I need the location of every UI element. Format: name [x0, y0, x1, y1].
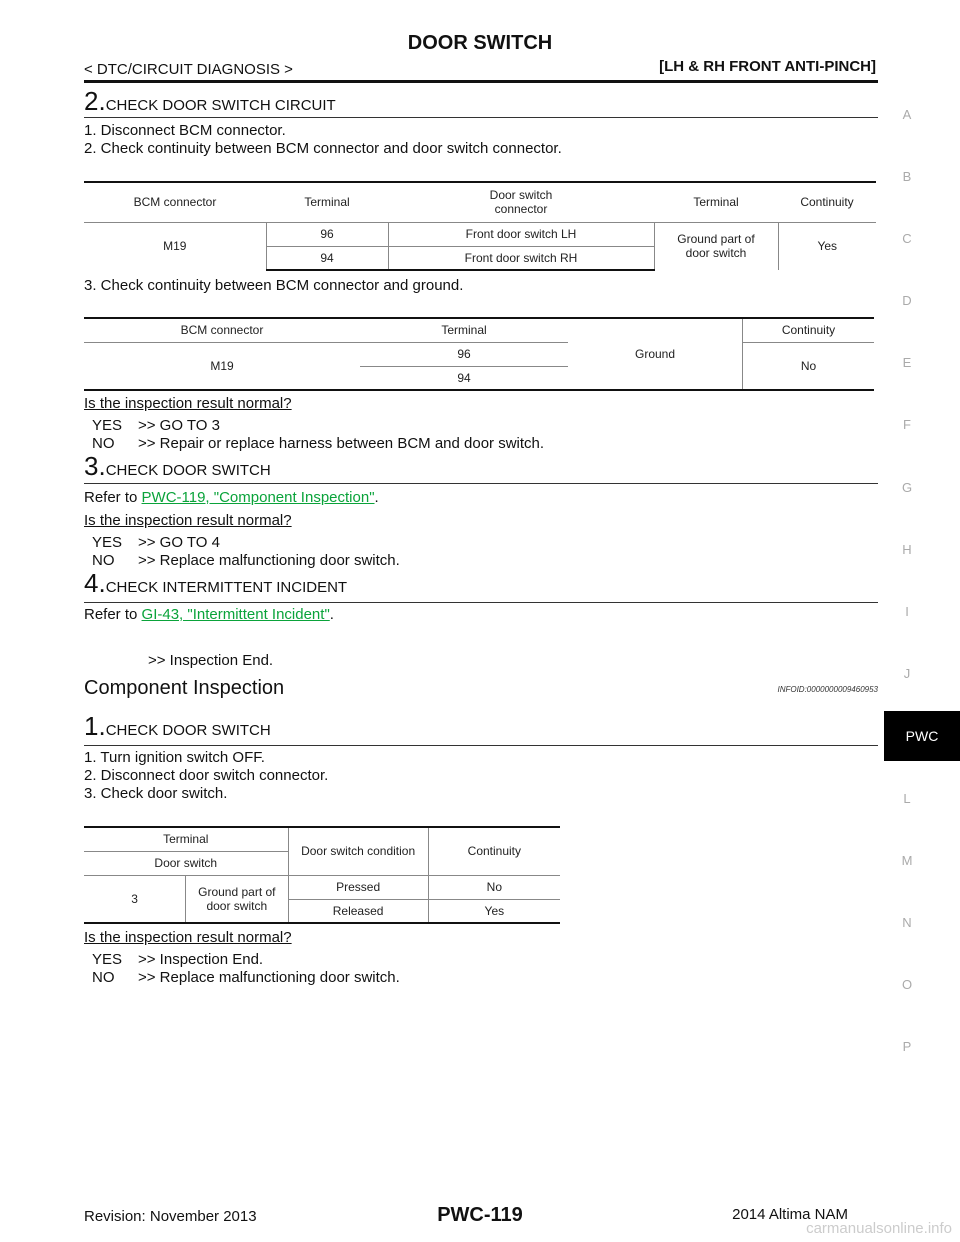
- instruction-line: 2. Disconnect door switch connector.: [84, 767, 329, 784]
- door-switch-table: Terminal Door switch condition Continuit…: [84, 826, 560, 924]
- divider: [84, 483, 878, 484]
- index-letter-d[interactable]: D: [902, 293, 912, 308]
- condition-cell: Released: [287, 898, 429, 924]
- desc-cell: Front door switch RH: [387, 245, 654, 271]
- refer-line: Refer to GI-43, "Intermittent Incident".: [84, 606, 334, 623]
- divider: [84, 117, 878, 118]
- terminal-cell: 3: [84, 874, 186, 924]
- watermark: carmanualsonline.info: [806, 1220, 952, 1237]
- no-line: NO>> Replace malfunctioning door switch.: [92, 969, 400, 986]
- instruction-line: 3. Check door switch.: [84, 785, 228, 802]
- col-header: BCM connector: [84, 181, 266, 222]
- step2-heading: 2.CHECK DOOR SWITCH CIRCUIT: [84, 86, 336, 117]
- section-heading: Component Inspection: [84, 677, 285, 699]
- step-title: CHECK DOOR SWITCH: [105, 722, 271, 739]
- index-letter-b[interactable]: B: [902, 169, 912, 184]
- col-header: Terminal: [654, 181, 778, 222]
- index-letter-j[interactable]: J: [903, 666, 911, 681]
- condition-cell: Pressed: [287, 874, 429, 899]
- col-header: Continuity: [778, 181, 876, 222]
- terminal-cell: 94: [360, 365, 568, 391]
- desc-cell: Front door switch LH: [387, 221, 654, 246]
- index-letter-h[interactable]: H: [902, 542, 912, 557]
- header-rule: [84, 80, 878, 83]
- terminal-cell: 96: [360, 341, 568, 366]
- col-header: Continuity: [742, 317, 874, 342]
- component-step1-heading: 1.CHECK DOOR SWITCH: [84, 711, 271, 742]
- intermittent-incident-link[interactable]: GI-43, "Intermittent Incident": [141, 606, 330, 623]
- result-question: Is the inspection result normal?: [84, 512, 292, 529]
- index-letter-n[interactable]: N: [902, 915, 912, 930]
- yes-line: YES>> GO TO 4: [92, 534, 220, 551]
- terminal-cell: 96: [265, 221, 388, 246]
- no-line: NO>> Replace malfunctioning door switch.: [92, 552, 400, 569]
- no-line: NO>> Repair or replace harness between B…: [92, 435, 545, 452]
- refer-line: Refer to PWC-119, "Component Inspection"…: [84, 489, 379, 506]
- index-letter-o[interactable]: O: [901, 977, 913, 992]
- bcm-ground-table: BCM connector Terminal Ground Continuity…: [84, 317, 874, 391]
- info-id: INFOID:0000000009460953: [777, 685, 878, 694]
- result-question: Is the inspection result normal?: [84, 929, 292, 946]
- continuity-cell: No: [427, 874, 560, 899]
- connector-cell: M19: [84, 221, 266, 270]
- index-letter-i[interactable]: I: [905, 604, 909, 619]
- index-tab-pwc[interactable]: PWC: [884, 711, 960, 761]
- col-header: Terminal: [84, 826, 289, 851]
- col-header: Terminal: [266, 181, 388, 222]
- model-year: 2014 Altima NAM: [732, 1206, 848, 1223]
- index-letter-m[interactable]: M: [901, 853, 913, 868]
- yes-line: YES>> GO TO 3: [92, 417, 220, 434]
- step-number: 1.: [84, 711, 106, 741]
- col-header: Door switch: [84, 850, 289, 875]
- divider: [84, 745, 878, 746]
- instruction-line: 2. Check continuity between BCM connecto…: [84, 140, 562, 157]
- step-number: 3.: [84, 451, 106, 481]
- result-question: Is the inspection result normal?: [84, 395, 292, 412]
- col-header: Continuity: [427, 826, 560, 875]
- instruction-line: 1. Turn ignition switch OFF.: [84, 749, 265, 766]
- index-letter-p[interactable]: P: [902, 1039, 912, 1054]
- continuity-cell: Yes: [427, 898, 560, 924]
- connector-cell: M19: [84, 341, 360, 391]
- instruction-line: 3. Check continuity between BCM connecto…: [84, 277, 464, 294]
- index-letter-a[interactable]: A: [902, 107, 912, 122]
- section-left: < DTC/CIRCUIT DIAGNOSIS >: [84, 61, 293, 78]
- step-title: CHECK INTERMITTENT INCIDENT: [105, 579, 348, 596]
- continuity-cell: Yes: [777, 221, 876, 270]
- index-letter-e[interactable]: E: [902, 355, 912, 370]
- index-letter-l[interactable]: L: [903, 791, 911, 806]
- ground-cell: Ground: [568, 317, 743, 391]
- index-letter-f[interactable]: F: [903, 417, 911, 432]
- step3-heading: 3.CHECK DOOR SWITCH: [84, 451, 271, 482]
- page-title: DOOR SWITCH: [407, 32, 553, 54]
- col-header: Door switch condition: [287, 826, 429, 875]
- step4-heading: 4.CHECK INTERMITTENT INCIDENT: [84, 568, 347, 599]
- revision-date: Revision: November 2013: [84, 1208, 257, 1225]
- col-header: Terminal: [360, 317, 568, 342]
- step-number: 4.: [84, 568, 106, 598]
- index-letter-c[interactable]: C: [902, 231, 912, 246]
- component-inspection-link[interactable]: PWC-119, "Component Inspection": [141, 489, 375, 506]
- end-line: >> Inspection End.: [148, 652, 274, 669]
- yes-line: YES>> Inspection End.: [92, 951, 264, 968]
- step-title: CHECK DOOR SWITCH: [105, 462, 271, 479]
- continuity-cell: No: [742, 341, 874, 391]
- instruction-line: 1. Disconnect BCM connector.: [84, 122, 286, 139]
- terminal-cell: 94: [265, 245, 388, 271]
- index-letter-g[interactable]: G: [901, 480, 913, 495]
- step-title: CHECK DOOR SWITCH CIRCUIT: [105, 97, 336, 114]
- col-header: BCM connector: [84, 317, 360, 342]
- step-number: 2.: [84, 86, 106, 116]
- divider: [84, 602, 878, 603]
- page-number: PWC-119: [437, 1204, 523, 1226]
- section-right: [LH & RH FRONT ANTI-PINCH]: [659, 58, 876, 75]
